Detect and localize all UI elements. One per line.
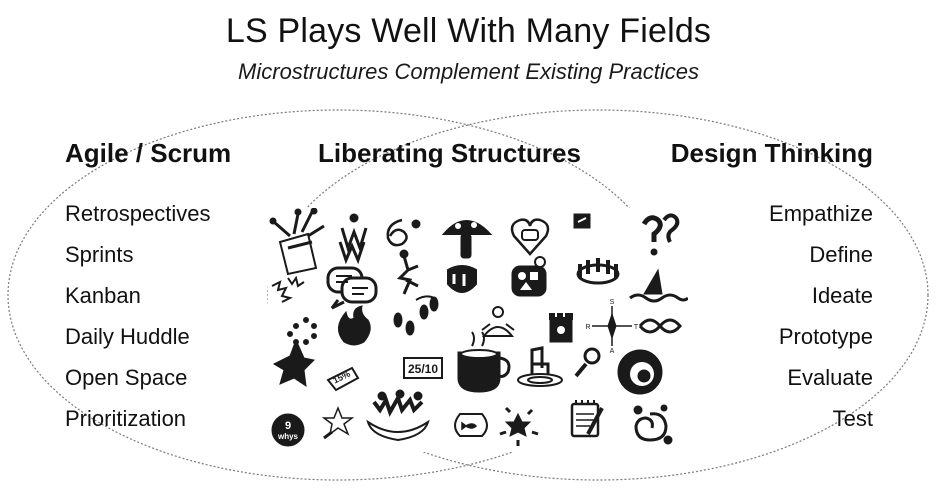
list-item-prototype: Prototype [778,324,873,349]
footsteps-icon [393,295,439,336]
fireworks-icon [271,275,305,303]
nine-whys-icon [271,413,305,447]
infinity-loop-icon [638,318,682,334]
shapes-board-icon [511,256,547,297]
list-item-daily-huddle: Daily Huddle [65,324,190,349]
jagged-star-icon [272,338,316,388]
dancing-figure-icon [396,249,419,295]
percent-tag-icon [326,366,360,392]
flag-icon [573,213,591,229]
fishbowl-icon [454,413,488,437]
liberating-structures-icon-collage: 25/10 15% 9 whys S R T A [268,208,688,452]
chair-ripple-icon [517,346,563,387]
speech-bubbles-icon [326,266,378,310]
whys-count-label: 9 [285,420,291,432]
page-title: LS Plays Well With Many Fields [225,12,712,50]
list-item-test: Test [832,406,873,431]
liberating-structures-heading: Liberating Structures [318,138,581,168]
compass-top-label: S [610,299,615,306]
score-label: 25/10 [408,362,438,376]
compass-right-label: T [634,324,639,331]
list-item-evaluate: Evaluate [787,365,873,390]
list-item-retrospectives: Retrospectives [65,201,211,226]
compass-icon [592,306,632,346]
compass-left-label: R [585,324,590,331]
flame-icon [338,305,371,346]
design-thinking-list: Empathize Define Ideate Prototype Evalua… [769,198,873,444]
whys-word-label: whys [277,432,299,441]
list-item-empathize: Empathize [769,201,873,226]
compass-bottom-label: A [610,348,615,355]
scoreboard-icon [403,357,443,379]
impromptu-networking-box-icon [269,208,325,276]
list-item-sprints: Sprints [65,242,134,267]
list-item-open-space: Open Space [65,365,188,390]
page-subtitle: Microstructures Complement Existing Prac… [238,59,699,84]
agile-scrum-list: Retrospectives Sprints Kanban Daily Hudd… [65,198,211,444]
meditating-figure-icon [481,306,515,337]
circle-of-dots-icon [287,317,317,345]
notepad-pen-icon [570,400,604,438]
small-star-icon [321,405,355,440]
heart-speech-icon [510,218,550,256]
list-item-ideate: Ideate [811,283,873,308]
magnifier-icon [574,347,601,378]
list-item-prioritization: Prioritization [65,406,187,431]
star-ring-icon [499,406,539,446]
spiral-swirl-icon [386,218,421,247]
shark-fin-wave-icon [629,268,688,303]
coffee-cup-icon [457,331,511,393]
list-item-define: Define [809,242,873,267]
wise-crowds-icon [338,213,368,265]
swirl-eye-icon [617,349,663,395]
list-item-kanban: Kanban [65,283,141,308]
agile-scrum-heading: Agile / Scrum [65,138,232,168]
round-table-icon [576,258,620,285]
mushroom-icon [441,220,493,259]
shield-faces-icon [447,265,477,293]
question-marks-icon [641,213,680,256]
galaxy-spiral-icon [633,404,673,445]
design-thinking-heading: Design Thinking [670,138,873,168]
castle-icon [549,313,573,343]
celebrating-crowd-icon [366,389,430,442]
